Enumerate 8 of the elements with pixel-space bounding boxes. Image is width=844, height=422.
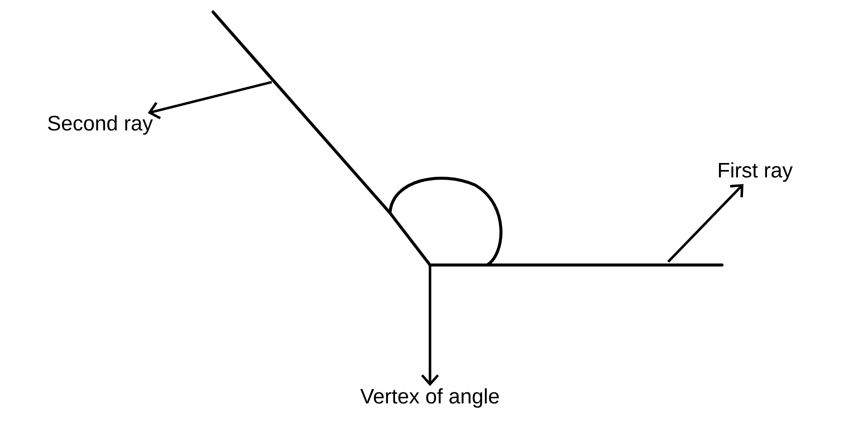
ray-line (212, 10, 432, 266)
text-label: First ray (718, 162, 793, 182)
ray-line (428, 264, 724, 266)
arrow (421, 265, 439, 386)
text-label: Second ray (48, 115, 153, 135)
arrow (148, 80, 272, 120)
arrow (667, 184, 744, 263)
text-label: Vertex of angle (360, 388, 499, 408)
